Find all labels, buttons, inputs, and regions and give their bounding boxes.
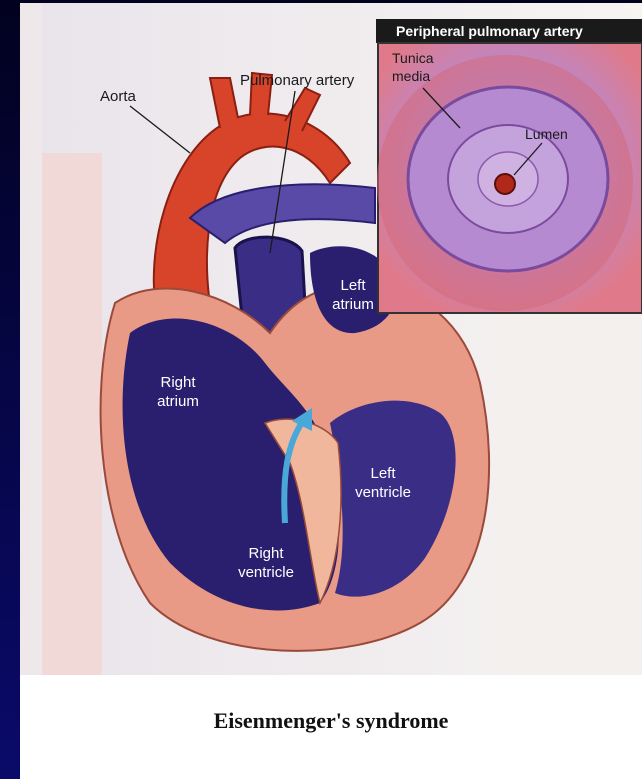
pulmonary-artery-label: Pulmonary artery — [240, 72, 355, 89]
tunica-media-label-line1: Tunica — [392, 50, 434, 66]
right-ventricle-label-line1: Right — [248, 545, 284, 562]
left-ventricle-label-line1: Left — [370, 465, 396, 482]
right-ventricle-label-line2: ventricle — [238, 564, 294, 581]
left-atrium-label-line1: Left — [340, 277, 366, 294]
book-page-left-column — [42, 153, 102, 675]
aorta-label: Aorta — [100, 88, 137, 105]
left-atrium-label-line2: atrium — [332, 296, 374, 313]
tunica-media-label-line2: media — [392, 68, 430, 84]
right-atrium-label-line2: atrium — [157, 393, 199, 410]
slide-page: Aorta Pulmonary artery Left atrium Right… — [20, 3, 642, 779]
inset-title: Peripheral pulmonary artery — [396, 23, 583, 39]
heart-diagram: Aorta Pulmonary artery Left atrium Right… — [20, 3, 642, 675]
left-ventricle-label-line2: ventricle — [355, 484, 411, 501]
book-page-text-column — [500, 303, 642, 675]
book-page-left-strip — [20, 3, 42, 675]
lumen-label: Lumen — [525, 126, 568, 142]
figure-caption: Eisenmenger's syndrome — [20, 708, 642, 734]
right-atrium-label-line1: Right — [160, 374, 196, 391]
lumen — [495, 174, 515, 194]
